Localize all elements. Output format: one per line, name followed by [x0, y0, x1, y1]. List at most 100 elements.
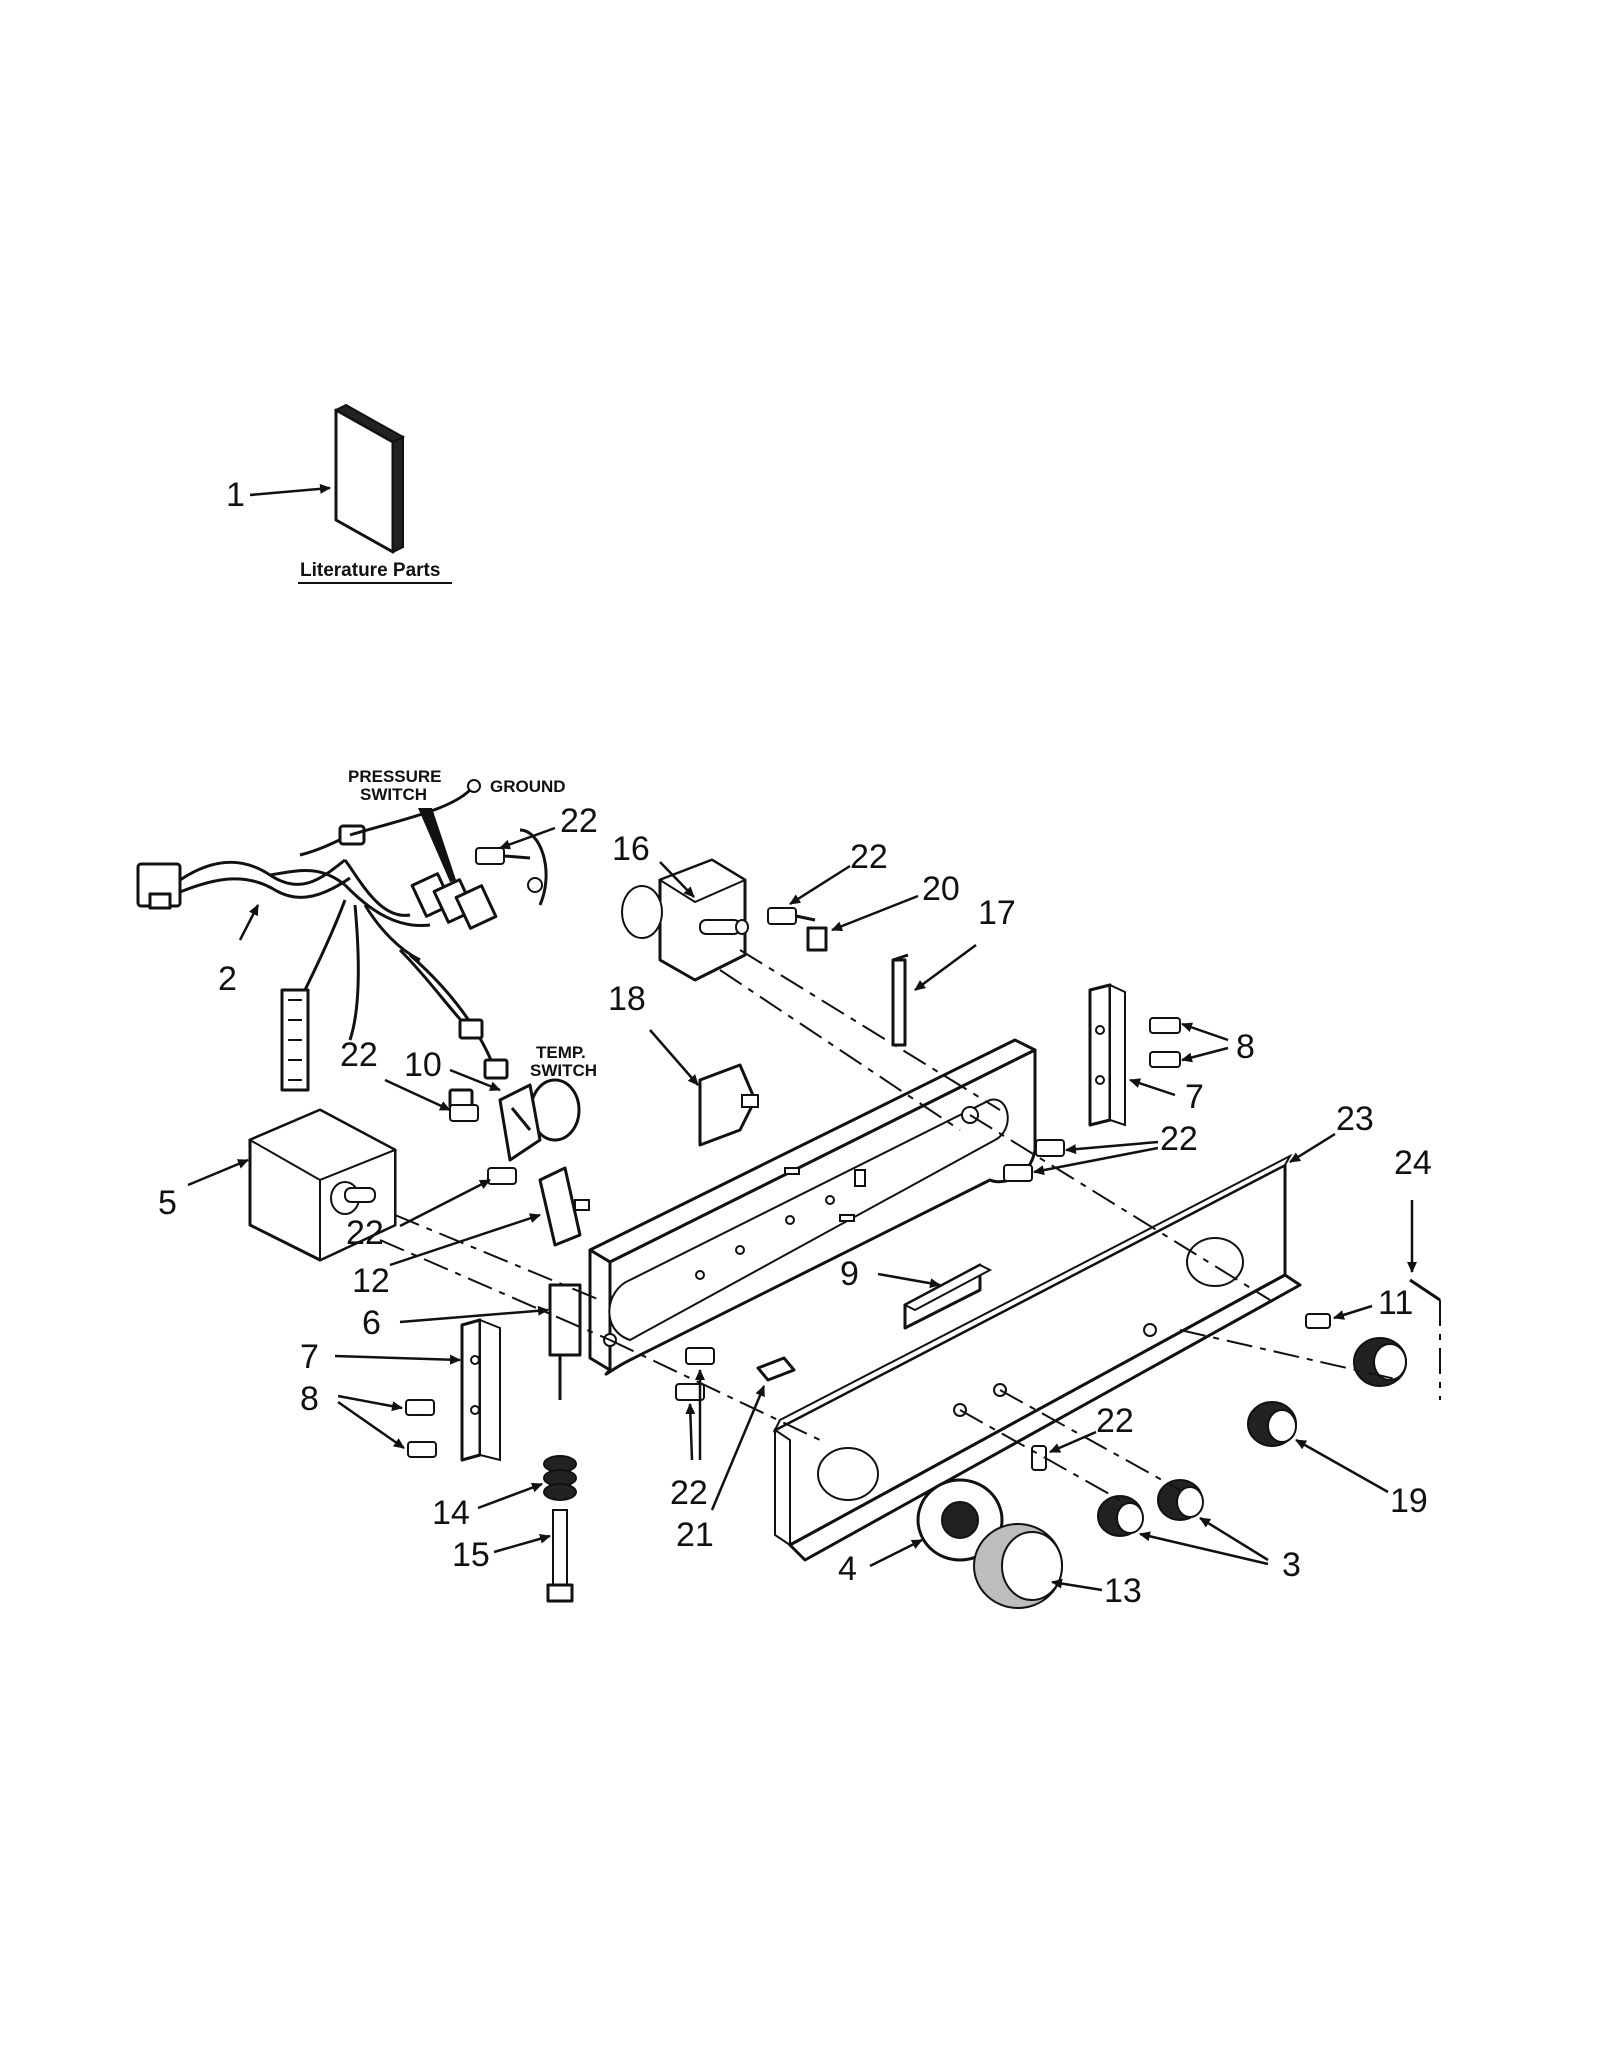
- ground-label: GROUND: [490, 777, 566, 796]
- clip-20: [806, 926, 828, 952]
- leader-8b-1: [1181, 1022, 1229, 1042]
- leader-12: [389, 1213, 541, 1267]
- callout-24: 24: [1394, 1144, 1432, 1182]
- selector-switch-5: [247, 1108, 398, 1262]
- callout-4: 4: [838, 1550, 857, 1588]
- leader-14: [477, 1482, 543, 1510]
- dial-4: [916, 1478, 1004, 1562]
- leader-7b: [1129, 1078, 1176, 1097]
- callout-7a: 7: [300, 1338, 319, 1376]
- leader-22a: [499, 826, 556, 850]
- leader-3-1: [1139, 1531, 1269, 1566]
- callout-17: 17: [978, 894, 1016, 932]
- callout-20: 20: [922, 870, 960, 908]
- wire-harness: [136, 779, 548, 1110]
- part-24-outline: [1409, 1278, 1441, 1400]
- pressure-switch-pointer: [418, 808, 456, 882]
- temp-switch-10: [498, 1078, 581, 1162]
- leader-22b: [789, 864, 851, 906]
- callout-22g: 22: [1096, 1402, 1134, 1440]
- temp-switch-label-1: TEMP.: [536, 1043, 586, 1062]
- assembly-lines: [379, 949, 1401, 1501]
- callout-11: 11: [1378, 1284, 1413, 1322]
- literature-parts-title: Literature Parts: [300, 560, 440, 581]
- bracket-17: [891, 953, 909, 1047]
- knob-13: [973, 1523, 1063, 1609]
- foot-14: [543, 1455, 577, 1501]
- bracket-7-left: [460, 1318, 501, 1462]
- leader-21: [710, 1385, 766, 1511]
- leader-17: [914, 943, 977, 992]
- callout-7b: 7: [1185, 1078, 1204, 1116]
- literature-booklet: [333, 403, 406, 554]
- callout-22a: 22: [560, 802, 598, 840]
- screws-22-right: [1003, 1139, 1065, 1182]
- pressure-switch-label-2: SWITCH: [360, 785, 427, 804]
- leader-7a: [334, 1354, 461, 1365]
- callout-22e: 22: [1160, 1120, 1198, 1158]
- leader-13: [1051, 1578, 1103, 1592]
- screws-8-left: [405, 1399, 437, 1458]
- callout-16: 16: [612, 830, 650, 868]
- part-9: [902, 1263, 993, 1330]
- leader-18: [649, 1029, 699, 1086]
- console-panel-23: [772, 1153, 1302, 1562]
- leader-8a-1: [337, 1394, 403, 1412]
- bolt-15: [546, 1509, 574, 1603]
- callout-12: 12: [352, 1262, 390, 1300]
- callout-14: 14: [432, 1494, 470, 1532]
- screw-22-near-temp-switch: [449, 1104, 479, 1122]
- screws-22-center: [675, 1347, 715, 1401]
- leader-22f-2: [685, 1403, 696, 1461]
- bracket-7-right: [1088, 983, 1126, 1127]
- leader-16: [659, 861, 695, 898]
- screw-22-top-left: [475, 847, 531, 865]
- callout-15: 15: [452, 1536, 490, 1574]
- leader-5: [187, 1158, 249, 1187]
- callout-8a: 8: [300, 1380, 319, 1418]
- callout-5: 5: [158, 1184, 177, 1222]
- callout-19: 19: [1390, 1482, 1428, 1520]
- leader-6: [399, 1305, 549, 1324]
- leader-15: [493, 1533, 551, 1554]
- leader-10: [449, 1068, 501, 1092]
- leader-23: [1289, 1132, 1336, 1164]
- temp-switch-label-2: SWITCH: [530, 1061, 597, 1080]
- knobs-3: [1097, 1479, 1204, 1537]
- switch-12: [538, 1166, 590, 1247]
- leader-22c: [384, 1078, 451, 1112]
- leader-8b-2: [1181, 1046, 1229, 1063]
- timer-16: [621, 858, 749, 982]
- callout-3: 3: [1282, 1546, 1301, 1584]
- leader-20: [831, 894, 919, 932]
- screw-22-lower-left: [487, 1167, 517, 1185]
- pressure-switch-label-1: PRESSURE: [348, 767, 442, 786]
- knob-right: [1353, 1337, 1407, 1387]
- leader-19: [1295, 1438, 1389, 1494]
- callout-9: 9: [840, 1255, 859, 1293]
- leader-22g: [1049, 1430, 1097, 1454]
- switch-18: [698, 1063, 759, 1147]
- leader-3-2: [1199, 1516, 1269, 1562]
- clip-21: [756, 1356, 796, 1382]
- knob-19: [1247, 1401, 1297, 1447]
- callout-18: 18: [608, 980, 646, 1018]
- leader-1: [249, 483, 331, 497]
- leader-2: [238, 904, 260, 941]
- callout-2: 2: [218, 960, 237, 998]
- leader-22e-1: [1065, 1140, 1159, 1155]
- leader-22d: [399, 1178, 491, 1228]
- callout-22f: 22: [670, 1474, 708, 1512]
- callout-10: 10: [404, 1046, 442, 1084]
- callout-13: 13: [1104, 1572, 1142, 1610]
- callout-22b: 22: [850, 838, 888, 876]
- control-mounting-bracket: [548, 1038, 1037, 1400]
- leader-8a-2: [337, 1400, 405, 1450]
- screws-8-right: [1149, 1017, 1181, 1068]
- leader-11: [1333, 1304, 1373, 1320]
- callout-8b: 8: [1236, 1028, 1255, 1066]
- leader-9: [877, 1272, 941, 1289]
- callout-1: 1: [226, 476, 245, 514]
- callout-21: 21: [676, 1516, 714, 1554]
